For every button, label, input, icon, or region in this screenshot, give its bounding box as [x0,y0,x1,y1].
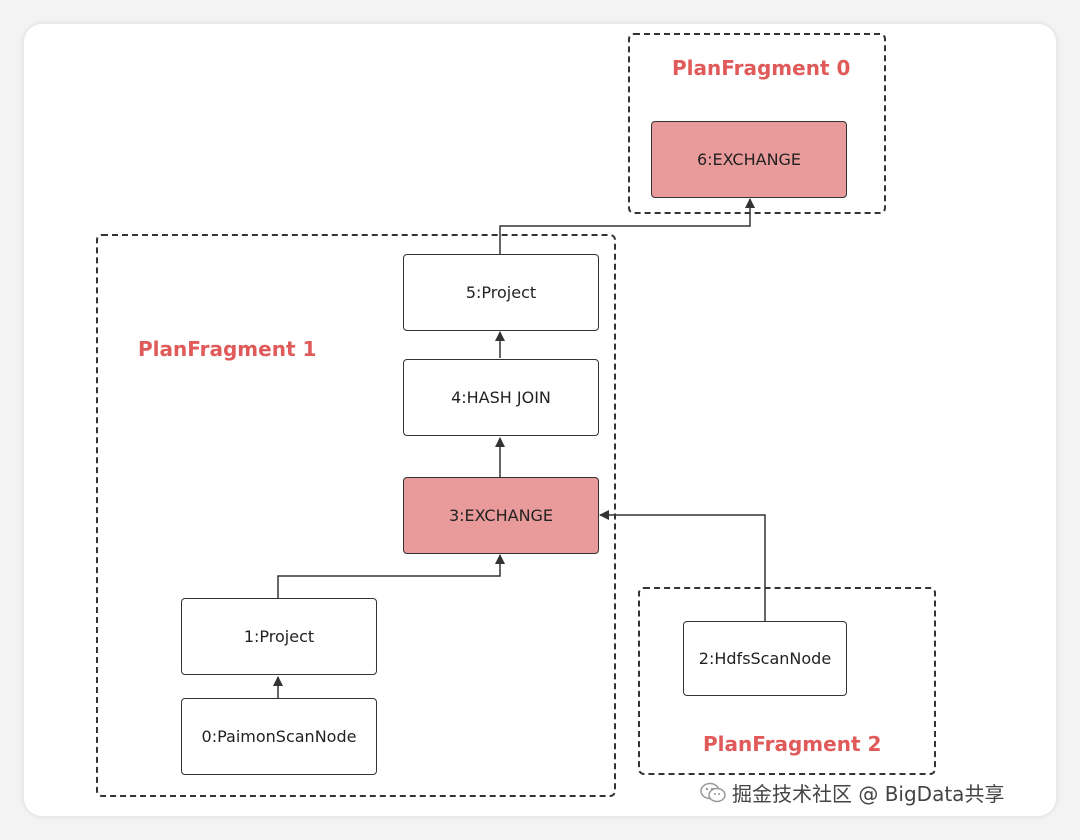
watermark: 掘金技术社区 @ BigData共享 [700,778,1004,807]
plan-fragment-0 [628,33,886,214]
watermark-text: 掘金技术社区 @ BigData共享 [732,782,1005,806]
plan-fragment-0-label: PlanFragment 0 [672,56,851,80]
node-1-project: 1:Project [181,598,377,675]
plan-fragment-1-label: PlanFragment 1 [138,337,317,361]
node-6-exchange: 6:EXCHANGE [651,121,847,198]
plan-fragment-2-label: PlanFragment 2 [703,732,882,756]
node-2-hdfs-scan: 2:HdfsScanNode [683,621,847,696]
node-0-paimon-scan: 0:PaimonScanNode [181,698,377,775]
node-4-hash-join: 4:HASH JOIN [403,359,599,436]
plan-fragment-2 [638,587,936,775]
wechat-icon [700,782,726,804]
node-3-exchange: 3:EXCHANGE [403,477,599,554]
node-5-project: 5:Project [403,254,599,331]
